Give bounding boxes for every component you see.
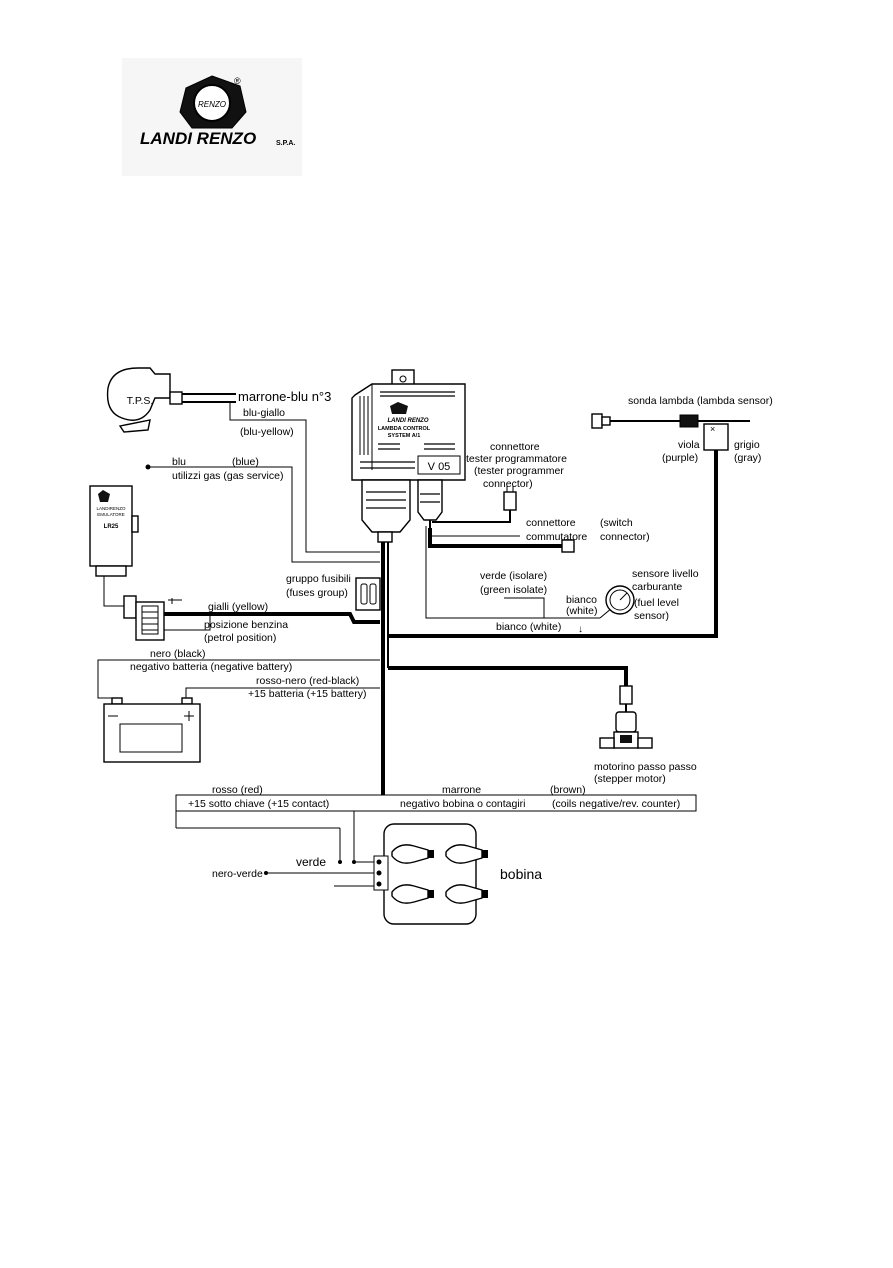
label-verde: verde xyxy=(296,855,326,869)
label-motorino-1: motorino passo passo xyxy=(594,761,697,773)
lambda-sensor: × xyxy=(591,413,750,451)
label-utilizzi-gas: utilizzi gas (gas service) xyxy=(172,470,283,482)
logo-suffix: S.P.A. xyxy=(276,140,295,147)
label-sensore-4: sensor) xyxy=(634,610,669,622)
label-blu-giallo: blu-giallo xyxy=(243,407,285,419)
wire-marrone-coil xyxy=(353,811,376,863)
label-blue: (blue) xyxy=(232,456,259,468)
label-negativo-bobina: negativo bobina o contagiri xyxy=(400,798,526,810)
ecu-control-unit: LANDI RENZO LAMBDA CONTROL SYSTEM A/1 V … xyxy=(351,369,466,543)
label-sonda-lambda: sonda lambda (lambda sensor) xyxy=(628,395,773,407)
label-gruppo-fusibili-2: (fuses group) xyxy=(286,587,348,599)
tps-sensor: T.P.S. xyxy=(106,367,236,433)
label-negativo-batteria: negativo batteria (negative battery) xyxy=(130,661,292,673)
fuel-level-gauge xyxy=(605,585,635,615)
label-connettore-comm-1: connettore xyxy=(526,517,576,529)
ecu-model-line1: LAMBDA CONTROL xyxy=(378,426,431,432)
label-batteria-15: +15 batteria (+15 battery) xyxy=(248,688,367,700)
main-harness xyxy=(381,540,389,795)
label-sotto-chiave: +15 sotto chiave (+15 contact) xyxy=(188,798,329,810)
battery xyxy=(103,697,201,763)
emulator-model: LR25 xyxy=(104,524,119,530)
label-switch-1: (switch xyxy=(600,517,633,529)
logo-emblem-text: RENZO xyxy=(198,100,226,109)
petrol-position-connector xyxy=(135,598,211,641)
label-sensore-1: sensore livello xyxy=(632,568,699,580)
label-verde-isolare: verde (isolare) xyxy=(480,570,547,582)
wire-bianco xyxy=(425,526,540,619)
label-posizione-1: posizione benzina xyxy=(204,619,288,631)
wire-switch xyxy=(428,528,562,548)
landi-renzo-logo: RENZO ® LANDI RENZO S.P.A. xyxy=(122,58,302,176)
label-connettore-tester-4: connector) xyxy=(483,478,533,490)
bottom-wire-bus xyxy=(175,794,697,812)
label-grigio: grigio xyxy=(734,439,760,451)
wire-rosso-nero xyxy=(185,687,380,698)
stepper-motor xyxy=(599,685,653,749)
label-bobina: bobina xyxy=(500,866,542,882)
label-switch-2: connector) xyxy=(600,531,650,543)
svg-text:×: × xyxy=(710,424,715,434)
label-viola: viola xyxy=(678,439,700,451)
label-blu-yellow: (blu-yellow) xyxy=(240,426,294,438)
ecu-model-line2: SYSTEM A/1 xyxy=(388,433,421,439)
switch-connector xyxy=(561,539,575,553)
label-gruppo-fusibili-1: gruppo fusibili xyxy=(286,573,351,585)
label-gialli: gialli (yellow) xyxy=(208,601,268,613)
label-nero-verde: nero-verde xyxy=(212,868,263,880)
label-motorino-2: (stepper motor) xyxy=(594,773,666,785)
label-bianco-1: bianco xyxy=(566,594,597,606)
emulator-brand: LANDIRENZO xyxy=(96,506,126,511)
wire-lambda xyxy=(388,450,718,638)
label-sensore-2: carburante xyxy=(632,581,682,593)
tps-label: T.P.S. xyxy=(127,395,154,407)
label-blu: blu xyxy=(172,456,186,468)
label-purple: (purple) xyxy=(662,452,698,464)
label-white-1: (white) xyxy=(566,605,598,617)
wire-blu xyxy=(148,466,380,563)
logo-brand: LANDI RENZO xyxy=(140,129,256,148)
ecu-version: V 05 xyxy=(428,461,451,473)
logo-registered: ® xyxy=(234,76,241,86)
label-marrone-blu: marrone-blu n°3 xyxy=(238,389,331,404)
wire-nero xyxy=(97,659,380,699)
tester-programmer-connector xyxy=(432,486,517,523)
emulator-sub: EMULATORE xyxy=(97,512,125,517)
label-connettore-tester-1: connettore xyxy=(490,441,540,453)
emulator-lr25: LANDIRENZO EMULATORE LR25 xyxy=(89,485,139,619)
label-marrone: marrone xyxy=(442,784,481,796)
label-green-isolate: (green isolate) xyxy=(480,584,547,596)
label-connettore-tester-2: tester programmatore xyxy=(466,453,567,465)
label-coils-negative: (coils negative/rev. counter) xyxy=(552,798,680,810)
wire-stepper xyxy=(388,666,628,686)
label-brown: (brown) xyxy=(550,784,586,796)
label-posizione-2: (petrol position) xyxy=(204,632,276,644)
label-nero-black: nero (black) xyxy=(150,648,205,660)
label-connettore-tester-3: (tester programmer xyxy=(474,465,564,477)
label-bianco-white: bianco (white) xyxy=(496,621,561,633)
wire-gialli xyxy=(208,612,380,624)
label-rosso-red: rosso (red) xyxy=(212,784,263,796)
label-rosso-nero: rosso-nero (red-black) xyxy=(256,675,359,687)
ecu-brand: LANDI RENZO xyxy=(388,418,429,424)
wire-blu-giallo xyxy=(229,402,380,553)
ignition-coil xyxy=(373,823,488,925)
svg-text:↓: ↓ xyxy=(578,624,583,635)
label-sensore-3: (fuel level xyxy=(634,597,679,609)
label-connettore-comm-2: commutatore xyxy=(526,531,587,543)
label-gray: (gray) xyxy=(734,452,761,464)
fuse-group xyxy=(355,577,381,611)
